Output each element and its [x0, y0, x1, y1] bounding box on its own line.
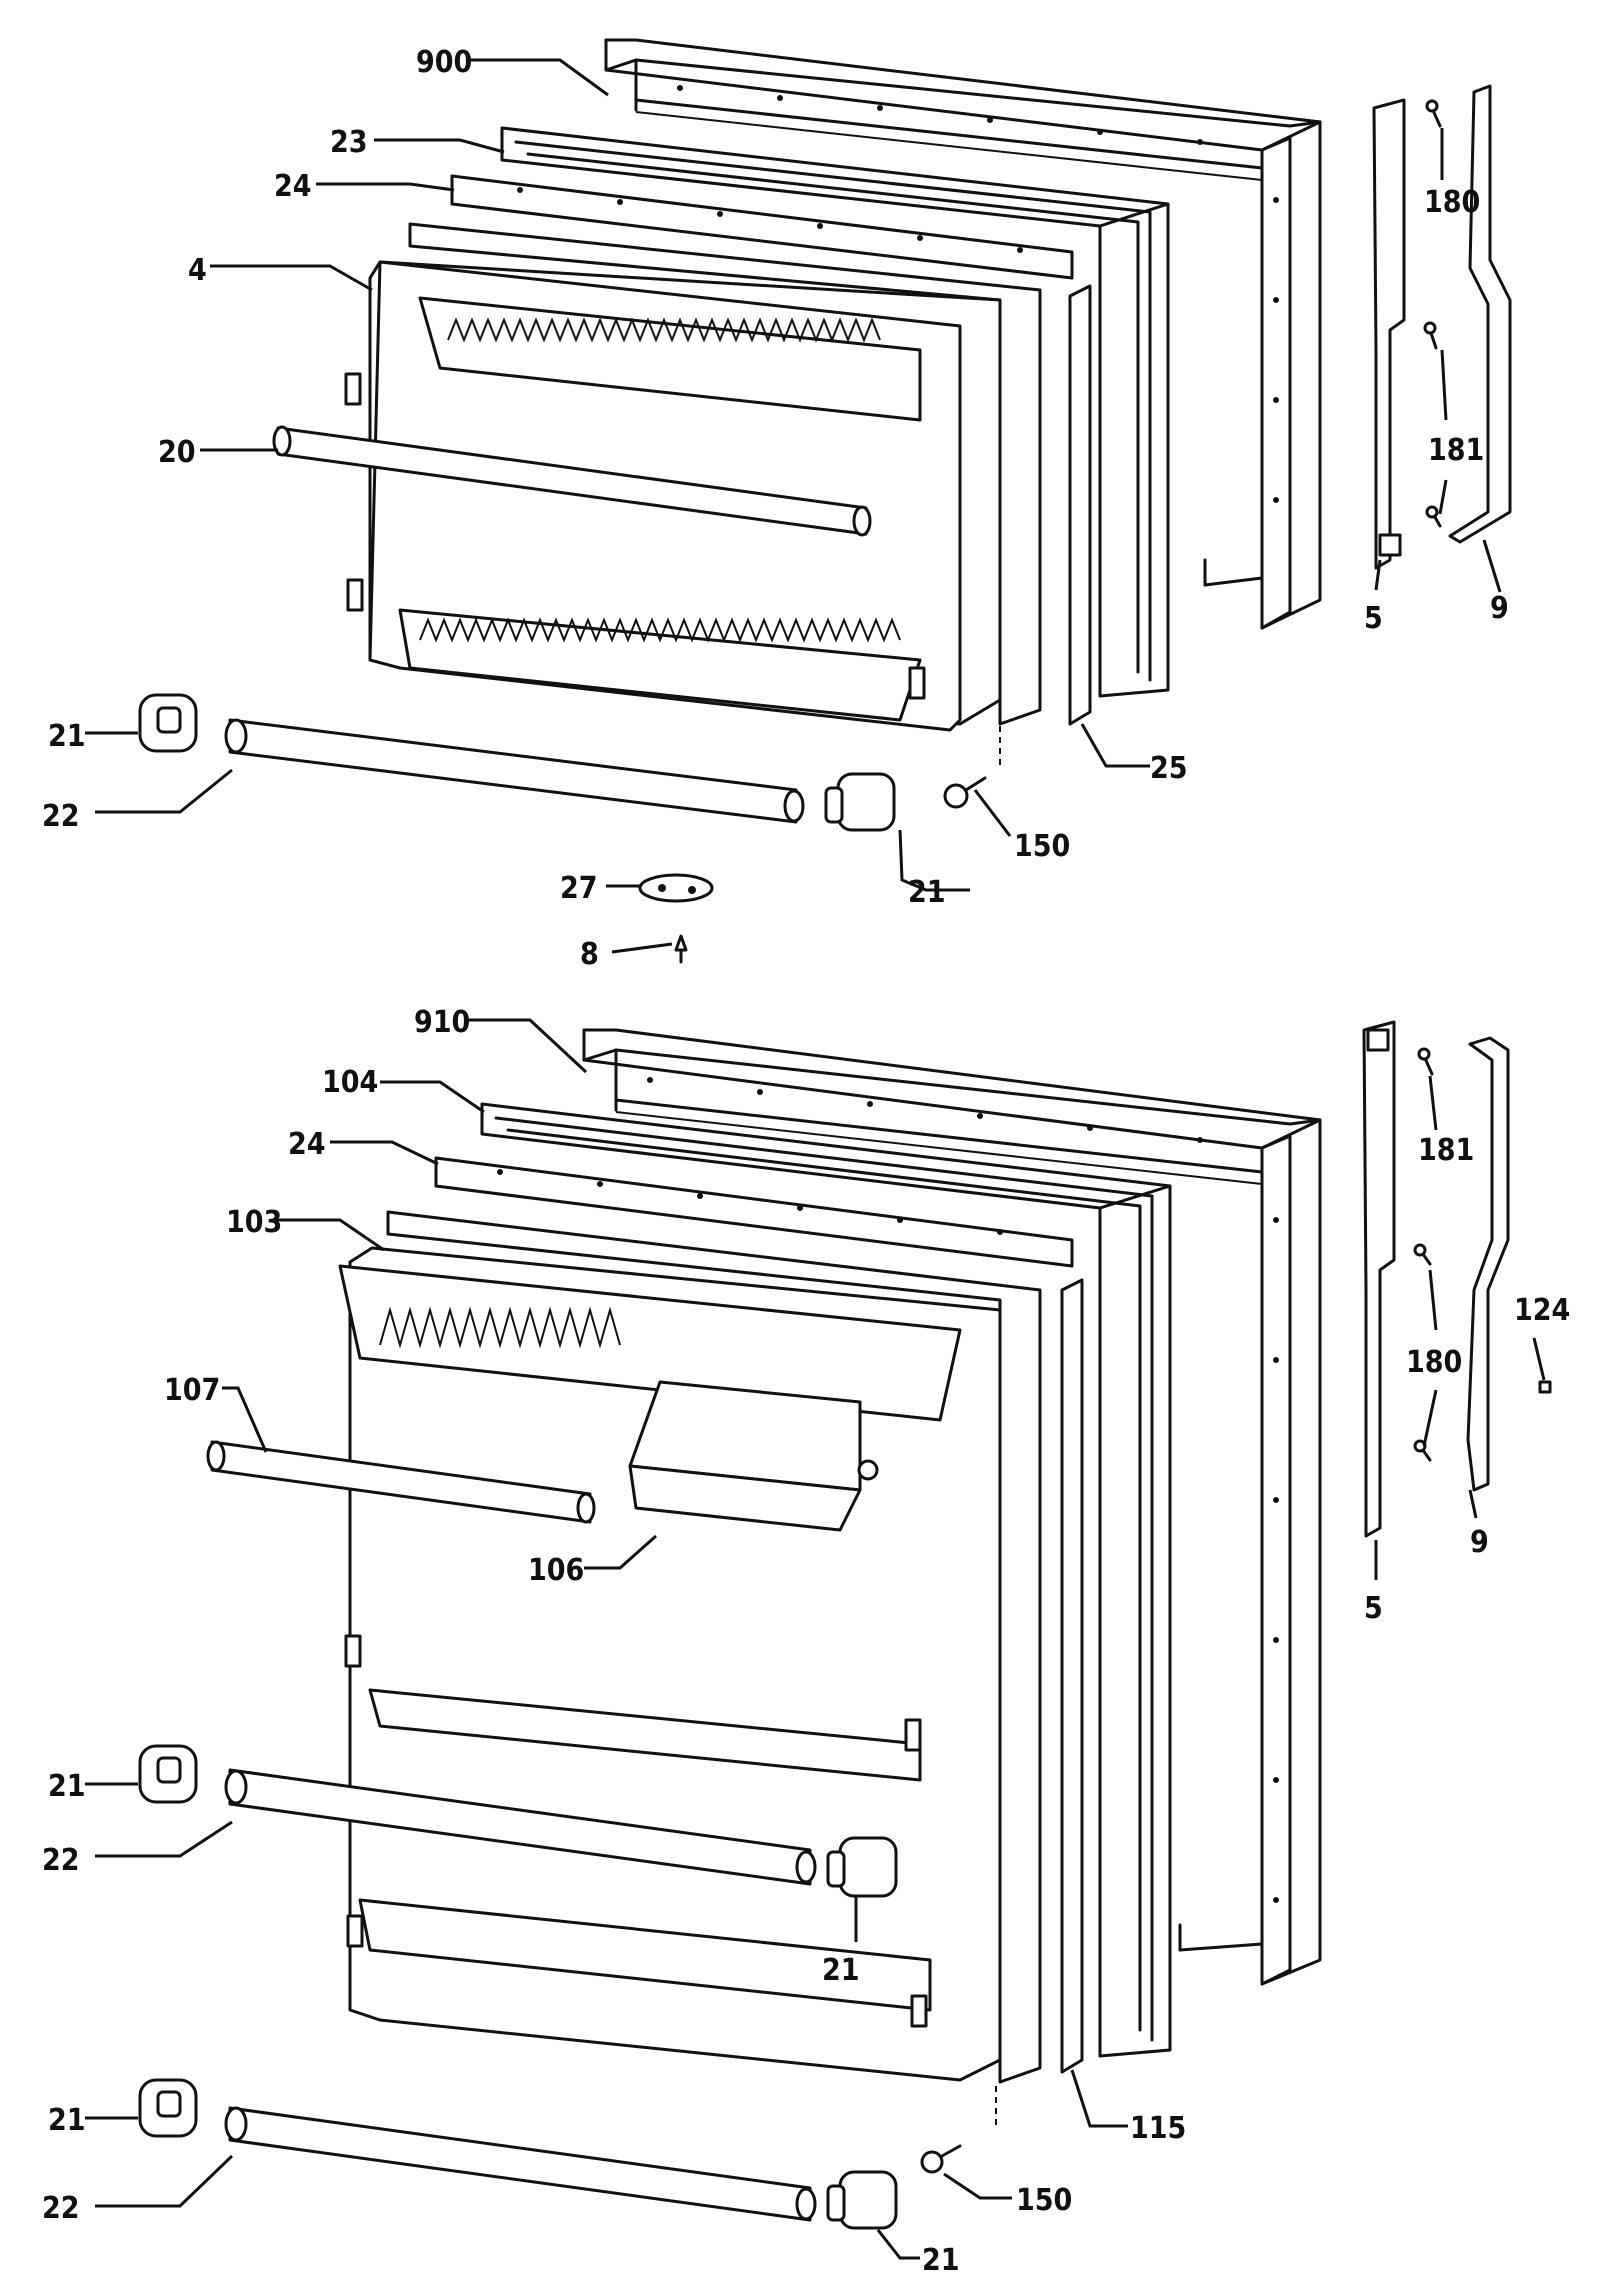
fresh-food-door-assembly: 910 104 24 103 107 106 21 22 21 21 22 21…	[42, 1005, 1570, 2272]
callout-23: 23	[330, 125, 368, 160]
callout-27: 27	[560, 871, 598, 906]
part-910-outer-door-panel	[582, 1028, 1322, 1986]
callout-21: 21	[922, 2243, 960, 2272]
callout-21: 21	[822, 1953, 860, 1988]
callout-24: 24	[288, 1127, 326, 1162]
callout-180: 180	[1424, 185, 1480, 220]
callout-150: 150	[1016, 2183, 1072, 2218]
part-21-bar-end-left-upper	[138, 1744, 198, 1804]
callout-181: 181	[1428, 433, 1484, 468]
callout-9: 9	[1490, 591, 1509, 626]
part-115-door-strip	[1060, 1278, 1084, 2074]
callout-9: 9	[1470, 1525, 1489, 1560]
part-22-door-bar-lower	[224, 2106, 817, 2222]
callout-181: 181	[1418, 1133, 1474, 1168]
part-107-shelf-bar	[206, 1440, 596, 1524]
part-106-dairy-compartment	[628, 1380, 879, 1532]
part-181-screw	[1423, 321, 1442, 528]
callout-180: 180	[1406, 1345, 1462, 1380]
part-5-handle-bracket	[1362, 1020, 1396, 1538]
part-9-door-handle	[1448, 84, 1512, 544]
callout-20: 20	[158, 435, 196, 470]
part-180-screw	[1425, 99, 1442, 128]
callout-21: 21	[48, 1769, 86, 1804]
callout-24: 24	[274, 169, 312, 204]
part-22-door-bar-upper	[224, 1768, 817, 1886]
callout-8: 8	[580, 937, 599, 972]
part-21-bar-end-right-lower	[826, 2170, 898, 2230]
callout-115: 115	[1130, 2111, 1186, 2146]
callout-910: 910	[414, 1005, 470, 1040]
callout-124: 124	[1514, 1293, 1570, 1328]
callout-103: 103	[226, 1205, 282, 1240]
part-22-door-bar	[224, 718, 805, 824]
callout-21: 21	[48, 719, 86, 754]
part-21-bar-end-left	[138, 693, 198, 753]
callout-22: 22	[42, 799, 80, 834]
callout-5: 5	[1364, 1591, 1383, 1626]
freezer-door-assembly: 900 23 24 4 20 21 22 21 27 8 150 25 180 …	[42, 38, 1512, 972]
part-103-door-liner	[338, 1210, 1042, 2084]
callout-107: 107	[164, 1373, 220, 1408]
part-8-screw	[674, 934, 688, 964]
callout-4: 4	[188, 253, 207, 288]
part-21-bar-end-right-upper	[826, 1836, 898, 1898]
part-24-breaker-strip	[450, 174, 1074, 280]
callout-106: 106	[528, 1553, 584, 1588]
leaders-top	[85, 58, 1502, 954]
part-124-clip	[1538, 1380, 1552, 1394]
part-104-door-gasket	[480, 1102, 1172, 2058]
callout-900: 900	[416, 45, 472, 80]
callout-104: 104	[322, 1065, 378, 1100]
part-900-outer-door-panel	[604, 38, 1322, 630]
part-24-breaker-strip	[434, 1156, 1074, 1268]
part-25-door-strip	[1068, 284, 1092, 726]
part-20-shelf-bar	[272, 425, 872, 537]
callout-5: 5	[1364, 601, 1383, 636]
leaders-bottom	[85, 1018, 1546, 2260]
part-23-door-gasket	[500, 126, 1170, 698]
part-21-bar-end-left-lower	[138, 2078, 198, 2138]
callout-150: 150	[1014, 829, 1070, 864]
part-5-handle-bracket	[1372, 98, 1406, 570]
part-9-door-handle	[1466, 1036, 1510, 1492]
callout-25: 25	[1150, 751, 1188, 786]
part-21-bar-end-right	[824, 772, 896, 832]
callout-21: 21	[48, 2103, 86, 2138]
part-27-hinge-plate	[638, 873, 714, 903]
callout-21: 21	[908, 875, 946, 910]
part-181-screw	[1417, 1047, 1434, 1076]
callout-22: 22	[42, 2191, 80, 2226]
callout-22: 22	[42, 1843, 80, 1878]
part-150-screw	[920, 2086, 997, 2174]
part-150-screw	[943, 726, 1001, 809]
